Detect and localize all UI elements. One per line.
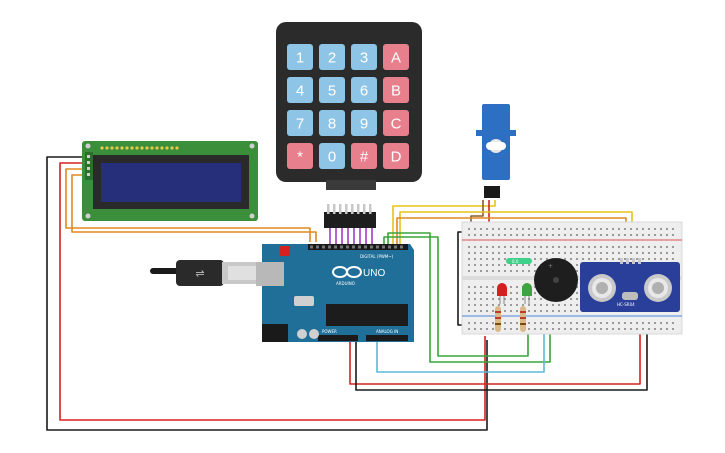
wire-green-buzzer xyxy=(387,232,551,363)
key-6[interactable]: 6 xyxy=(351,77,377,103)
wire-black-lcd-gnd xyxy=(46,156,488,431)
arduino-logo-text: ARDUINO xyxy=(336,281,355,286)
ultrasonic-sensor: HC-SR04 xyxy=(580,258,680,312)
keypad: 1 2 3 A 4 5 6 B 7 8 9 C * 0 # D xyxy=(276,22,422,228)
key-label: 5 xyxy=(328,83,336,100)
keypad-connector xyxy=(324,204,376,228)
wire-green-led xyxy=(383,236,529,357)
power-jack xyxy=(262,324,288,342)
svg-text:+: + xyxy=(548,263,553,270)
key-9[interactable]: 9 xyxy=(351,110,377,136)
digital-label: DIGITAL (PWM~) xyxy=(360,254,394,259)
lcd-screen xyxy=(101,163,241,202)
key-0[interactable]: 0 xyxy=(319,143,345,169)
key-label: 2 xyxy=(328,50,336,67)
key-label: 0 xyxy=(328,149,336,166)
arduino-brand: UNO xyxy=(363,268,385,279)
lcd-pin-header xyxy=(100,146,179,150)
arduino-board: UNO ARDUINO DIGITAL (PWM~) POWER ANALOG … xyxy=(256,244,414,342)
green-led xyxy=(522,283,532,304)
key-label: 9 xyxy=(360,116,368,133)
key-label: B xyxy=(391,83,401,100)
key-label: 8 xyxy=(328,116,336,133)
indicator-label: 0.0 xyxy=(512,259,519,264)
resistor-2 xyxy=(520,306,526,332)
servo-connector xyxy=(484,186,500,198)
key-b[interactable]: B xyxy=(383,77,409,103)
wire-black-arduino-gnd xyxy=(355,325,648,391)
power-header xyxy=(318,335,358,341)
analog-header xyxy=(366,335,408,341)
key-label: 6 xyxy=(360,83,368,100)
key-label: 3 xyxy=(360,50,368,67)
sensor-crystal xyxy=(622,292,638,300)
key-4[interactable]: 4 xyxy=(287,77,313,103)
reset-button xyxy=(280,246,290,256)
lcd-i2c-pins xyxy=(85,152,93,180)
wire-orange-lcd-scl xyxy=(71,174,317,242)
usb-jack xyxy=(256,262,284,286)
key-3[interactable]: 3 xyxy=(351,44,377,70)
key-label: # xyxy=(360,149,369,166)
atmega-chip xyxy=(326,304,408,326)
power-label: POWER xyxy=(322,329,337,334)
key-hash[interactable]: # xyxy=(351,143,377,169)
lcd-module xyxy=(82,141,258,221)
buzzer: + xyxy=(534,258,578,302)
resistor-1 xyxy=(495,306,501,332)
key-label: 1 xyxy=(296,50,304,67)
usb-cable: ⇌ xyxy=(150,260,266,286)
indicator-resistor xyxy=(506,258,532,264)
key-8[interactable]: 8 xyxy=(319,110,345,136)
servo-motor xyxy=(476,104,516,198)
key-c[interactable]: C xyxy=(383,110,409,136)
key-label: 4 xyxy=(296,83,304,100)
usb-icon: ⇌ xyxy=(195,267,204,280)
wire-red-arduino-5v xyxy=(349,325,641,385)
key-star[interactable]: * xyxy=(287,143,313,169)
analog-label: ANALOG IN xyxy=(376,329,398,334)
wire-yellow-servo-signal xyxy=(392,200,496,244)
arduino-logo: UNO ARDUINO xyxy=(332,266,385,286)
key-7[interactable]: 7 xyxy=(287,110,313,136)
wire-red-lcd-vcc xyxy=(59,162,486,421)
key-a[interactable]: A xyxy=(383,44,409,70)
keypad-tail xyxy=(326,180,376,190)
key-label: D xyxy=(391,149,402,166)
key-label: A xyxy=(391,50,401,67)
key-2[interactable]: 2 xyxy=(319,44,345,70)
keypad-keys: 1 2 3 A 4 5 6 B 7 8 9 C * 0 # D xyxy=(287,44,409,169)
key-label: 7 xyxy=(296,116,304,133)
key-5[interactable]: 5 xyxy=(319,77,345,103)
wire-blue-analog xyxy=(376,330,545,373)
key-label: C xyxy=(391,116,402,133)
components-on-breadboard: 0.0 + xyxy=(495,258,578,332)
red-led xyxy=(497,283,507,304)
sensor-model: HC-SR04 xyxy=(617,302,635,307)
key-d[interactable]: D xyxy=(383,143,409,169)
key-label: * xyxy=(297,149,303,166)
key-1[interactable]: 1 xyxy=(287,44,313,70)
